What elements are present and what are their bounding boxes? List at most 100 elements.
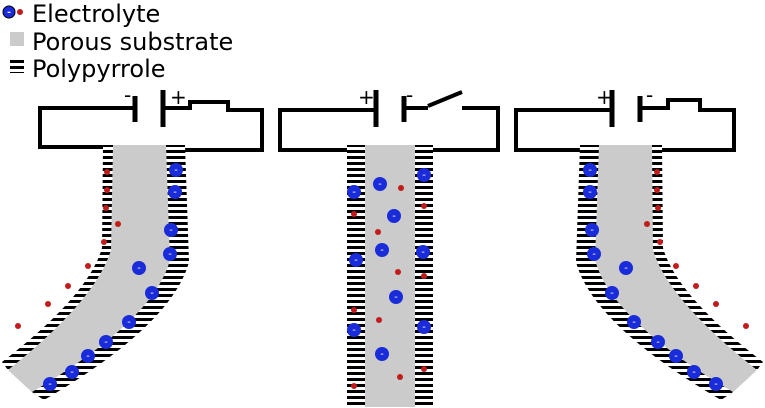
substrate-middle bbox=[365, 145, 415, 407]
svg-text:-: - bbox=[352, 325, 356, 336]
substrate-legend-icon bbox=[10, 32, 24, 46]
svg-text:-: - bbox=[150, 288, 154, 299]
cation-icon bbox=[693, 283, 699, 289]
svg-text:-: - bbox=[104, 337, 108, 348]
svg-text:-: - bbox=[421, 247, 425, 258]
cation-icon bbox=[657, 239, 663, 245]
polypyrrole-right-outer bbox=[652, 145, 763, 370]
svg-text:-: - bbox=[380, 245, 384, 256]
anion-icon: - bbox=[619, 261, 633, 275]
panel-left: - + - - - - - - - - - - - bbox=[2, 83, 264, 400]
anion-icon: - bbox=[417, 168, 431, 182]
panel-middle: + - - - - - - - - - - - - bbox=[278, 83, 500, 407]
svg-text:-: - bbox=[7, 8, 11, 18]
cation-icon bbox=[376, 317, 382, 323]
cation-icon bbox=[103, 205, 109, 211]
cation-icon bbox=[104, 187, 110, 193]
circuit-left bbox=[38, 90, 264, 152]
svg-text:-: - bbox=[674, 351, 678, 362]
battery-sign-middle-b: - bbox=[406, 83, 413, 107]
svg-text:-: - bbox=[378, 179, 382, 190]
anion-icon: - bbox=[651, 335, 665, 349]
anion-icon: - bbox=[169, 163, 183, 177]
cation-icon bbox=[743, 323, 749, 329]
anion-icon: - bbox=[99, 335, 113, 349]
cation-icon bbox=[351, 307, 357, 313]
cation-icon bbox=[421, 273, 427, 279]
svg-text:-: - bbox=[656, 337, 660, 348]
anion-icon: - bbox=[583, 185, 597, 199]
anion-icon: - bbox=[43, 377, 57, 391]
cation-icon bbox=[351, 383, 357, 389]
cation-icon bbox=[395, 269, 401, 275]
svg-text:-: - bbox=[592, 249, 596, 260]
anion-icon: - bbox=[587, 247, 601, 261]
substrate-right bbox=[593, 145, 757, 395]
legend-electrolyte-label: Electrolyte bbox=[32, 0, 160, 28]
cation-icon bbox=[397, 374, 403, 380]
anion-icon: - bbox=[605, 286, 619, 300]
anion-icon: - bbox=[375, 243, 389, 257]
battery-sign-right-a: + bbox=[596, 85, 613, 109]
anion-icon: - bbox=[375, 347, 389, 361]
cation-icon bbox=[65, 283, 71, 289]
svg-text:-: - bbox=[590, 225, 594, 236]
cation-icon bbox=[351, 211, 357, 217]
svg-text:-: - bbox=[422, 170, 426, 181]
svg-text:-: - bbox=[169, 225, 173, 236]
battery-sign-right-b: - bbox=[646, 83, 653, 107]
anion-icon: - bbox=[163, 247, 177, 261]
polypyrrole-legend-icon bbox=[10, 59, 24, 73]
switch-open bbox=[427, 90, 463, 108]
svg-text:-: - bbox=[588, 165, 592, 176]
polypyrrole-middle-left bbox=[347, 145, 365, 407]
legend-substrate-label: Porous substrate bbox=[32, 28, 233, 56]
ions-middle: - - - - - - - - - - - bbox=[347, 168, 431, 389]
anion-icon: - bbox=[709, 377, 723, 391]
anion-icon: - bbox=[669, 349, 683, 363]
cation-icon bbox=[421, 366, 427, 372]
ions-left: - - - - - - - - - - - bbox=[15, 163, 183, 391]
svg-text:-: - bbox=[392, 211, 396, 222]
cation-icon bbox=[654, 169, 660, 175]
anion-icon: - bbox=[132, 261, 146, 275]
legend-polypyrrole-label: Polypyrrole bbox=[32, 55, 166, 83]
cation-icon bbox=[45, 301, 51, 307]
svg-text:-: - bbox=[624, 263, 628, 274]
anion-icon: - bbox=[164, 223, 178, 237]
substrate-left bbox=[8, 145, 172, 395]
circuit-right bbox=[514, 90, 736, 152]
cation-icon bbox=[101, 239, 107, 245]
anion-icon: - bbox=[585, 223, 599, 237]
anion-icon: - bbox=[417, 320, 431, 334]
anion-icon: - bbox=[81, 349, 95, 363]
cation-icon bbox=[398, 185, 404, 191]
svg-text:-: - bbox=[380, 349, 384, 360]
svg-text:-: - bbox=[610, 288, 614, 299]
anion-icon: - bbox=[627, 315, 641, 329]
anion-icon: - bbox=[145, 286, 159, 300]
cation-icon bbox=[421, 203, 427, 209]
svg-text:-: - bbox=[422, 322, 426, 333]
svg-text:-: - bbox=[394, 292, 398, 303]
anion-icon: - bbox=[349, 253, 363, 267]
cation-icon bbox=[15, 323, 21, 329]
anion-icon: - bbox=[389, 290, 403, 304]
cation-icon bbox=[673, 263, 679, 269]
anion-icon: - bbox=[416, 245, 430, 259]
anion-icon: - bbox=[373, 177, 387, 191]
svg-text:-: - bbox=[173, 187, 177, 198]
cation-icon bbox=[713, 301, 719, 307]
anion-icon: - bbox=[168, 185, 182, 199]
electrolyte-legend-icon: - bbox=[2, 5, 23, 19]
anion-icon: - bbox=[583, 163, 597, 177]
panel-right: + - - - - - - - - - - - - bbox=[514, 83, 763, 400]
svg-text:-: - bbox=[632, 317, 636, 328]
svg-text:-: - bbox=[86, 351, 90, 362]
anion-icon: - bbox=[687, 365, 701, 379]
cation-icon bbox=[654, 187, 660, 193]
svg-text:-: - bbox=[168, 249, 172, 260]
cation-icon bbox=[375, 229, 381, 235]
anion-icon: - bbox=[347, 323, 361, 337]
